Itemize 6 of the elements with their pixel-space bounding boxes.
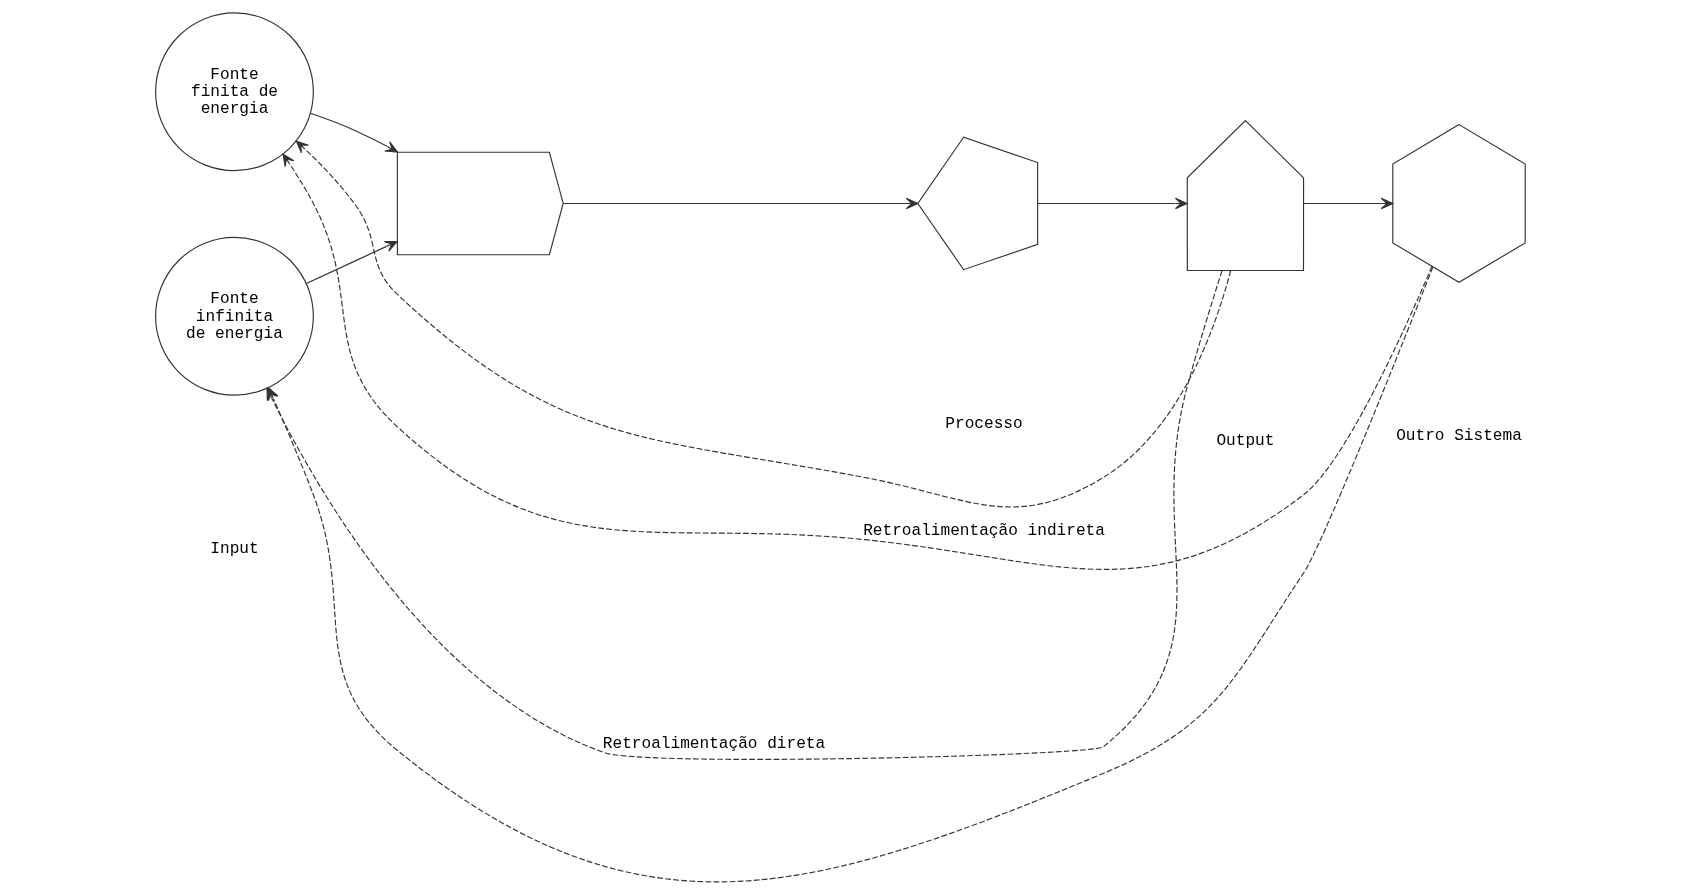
- label: Processo: [945, 414, 1023, 433]
- edge-label: Retroalimentação direta: [602, 735, 826, 754]
- label: Output: [1216, 431, 1275, 450]
- label: Input: [210, 540, 259, 559]
- edge-label: Retroalimentação indireta: [863, 522, 1105, 541]
- label: Outro Sistema: [1396, 427, 1522, 446]
